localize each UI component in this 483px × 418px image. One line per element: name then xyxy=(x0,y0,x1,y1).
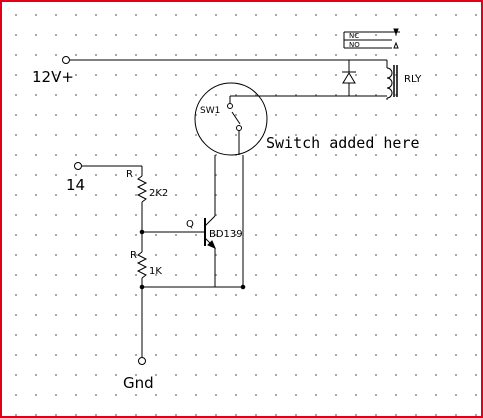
switch-label: SW1 xyxy=(200,106,220,116)
input-label: 14 xyxy=(66,176,85,194)
supply-terminal xyxy=(62,56,70,64)
switch-enclosure xyxy=(194,82,268,156)
relay-label: RLY xyxy=(404,74,422,85)
resistor-top-value: 2K2 xyxy=(149,188,168,199)
input-terminal xyxy=(74,162,82,170)
ground-label: Gnd xyxy=(123,374,154,392)
transistor-bd139-icon xyxy=(204,207,216,287)
resistor-bottom-designator: R xyxy=(130,250,137,261)
relay-contacts xyxy=(343,28,400,49)
resistor-bottom-value: 1K xyxy=(149,266,162,277)
resistor-1k-icon xyxy=(136,251,148,279)
switch-note: Switch added here xyxy=(266,134,420,152)
transistor-model: BD139 xyxy=(209,229,243,240)
ground-terminal xyxy=(138,357,146,365)
relay-nc-label: NC xyxy=(349,32,359,40)
relay-coil-icon xyxy=(386,60,398,100)
resistor-top-designator: R xyxy=(126,169,133,180)
flyback-diode-icon xyxy=(342,60,356,96)
switch-icon xyxy=(227,96,242,155)
relay-no-label: NO xyxy=(349,41,360,49)
resistor-2k2-icon xyxy=(136,175,148,203)
transistor-designator: Q xyxy=(186,219,194,230)
supply-label: 12V+ xyxy=(32,68,74,86)
